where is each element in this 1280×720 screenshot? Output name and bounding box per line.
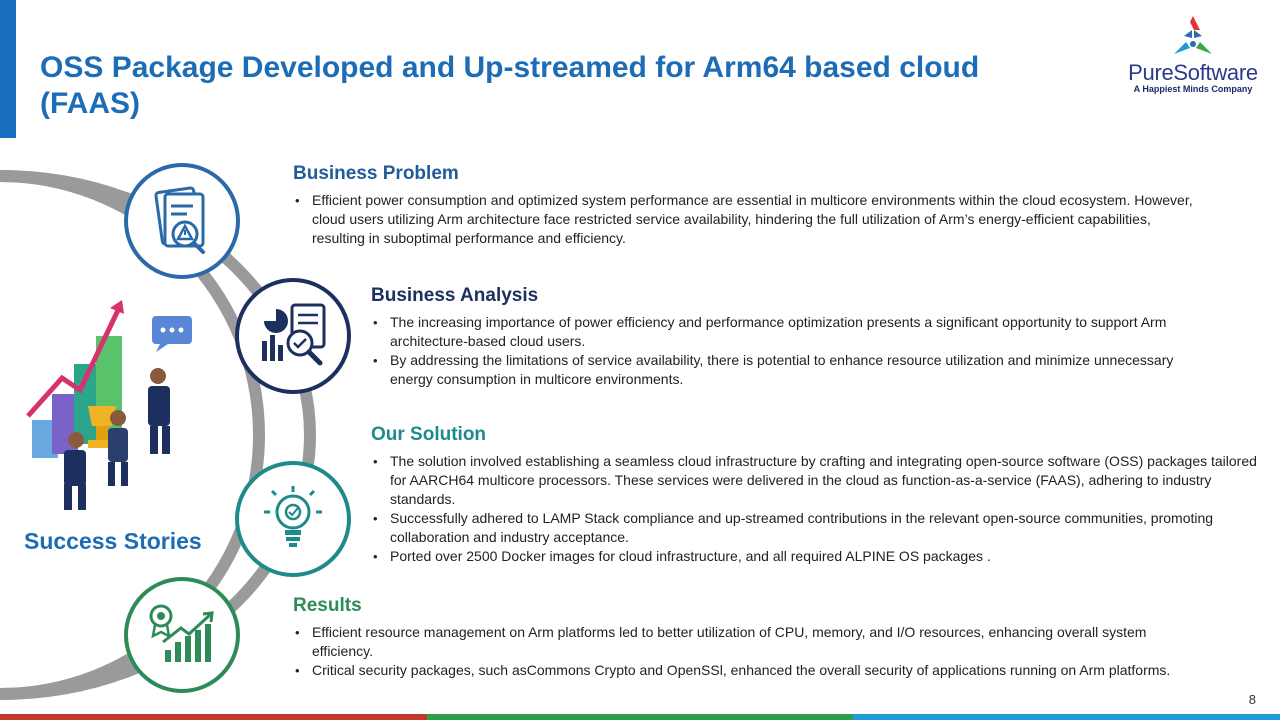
puresoftware-logo: PureSoftware A Happiest Minds Company bbox=[1118, 14, 1268, 98]
document-warning-icon bbox=[124, 163, 240, 279]
our-solution-section: Our Solution The solution involved estab… bbox=[371, 424, 1261, 566]
title-accent-bar bbox=[0, 0, 16, 138]
our-solution-heading: Our Solution bbox=[371, 424, 487, 445]
footer-bar-blue bbox=[853, 714, 1280, 720]
list-item: By addressing the limitations of service… bbox=[371, 351, 1201, 389]
award-growth-chart-icon bbox=[124, 577, 240, 693]
gear-lightbulb-icon bbox=[235, 461, 351, 577]
results-section: Results Efficient resource management on… bbox=[293, 595, 1173, 680]
business-problem-section: Business Problem Efficient power consump… bbox=[293, 163, 1193, 248]
list-item: Ported over 2500 Docker images for cloud… bbox=[371, 547, 1261, 566]
slide-title: OSS Package Developed and Up-streamed fo… bbox=[40, 51, 980, 120]
business-problem-list: Efficient power consumption and optimize… bbox=[293, 191, 1193, 248]
success-stories-label: Success Stories bbox=[24, 528, 202, 554]
logo-mark-icon bbox=[1174, 16, 1212, 54]
our-solution-list: The solution involved establishing a sea… bbox=[371, 452, 1261, 566]
list-item: The solution involved establishing a sea… bbox=[371, 452, 1261, 509]
logo-name: PureSoftware bbox=[1128, 60, 1258, 85]
business-problem-heading: Business Problem bbox=[293, 163, 459, 184]
footer-bar-green bbox=[427, 714, 853, 720]
list-item: Efficient resource management on Arm pla… bbox=[293, 623, 1173, 661]
results-heading: Results bbox=[293, 595, 362, 616]
business-analysis-heading: Business Analysis bbox=[371, 285, 539, 306]
business-analysis-section: Business Analysis The increasing importa… bbox=[371, 285, 1201, 389]
logo-tagline: A Happiest Minds Company bbox=[1133, 84, 1253, 94]
page-number: 8 bbox=[1248, 692, 1256, 707]
results-list: Efficient resource management on Arm pla… bbox=[293, 623, 1173, 680]
business-analysis-list: The increasing importance of power effic… bbox=[371, 313, 1201, 389]
list-item: Critical security packages, such asCommo… bbox=[293, 661, 1173, 680]
list-item: Successfully adhered to LAMP Stack compl… bbox=[371, 509, 1261, 547]
list-item: Efficient power consumption and optimize… bbox=[293, 191, 1193, 248]
success-growth-illustration bbox=[26, 300, 192, 510]
list-item: The increasing importance of power effic… bbox=[371, 313, 1201, 351]
report-analysis-icon bbox=[235, 278, 351, 394]
footer-bar-red bbox=[0, 714, 427, 720]
